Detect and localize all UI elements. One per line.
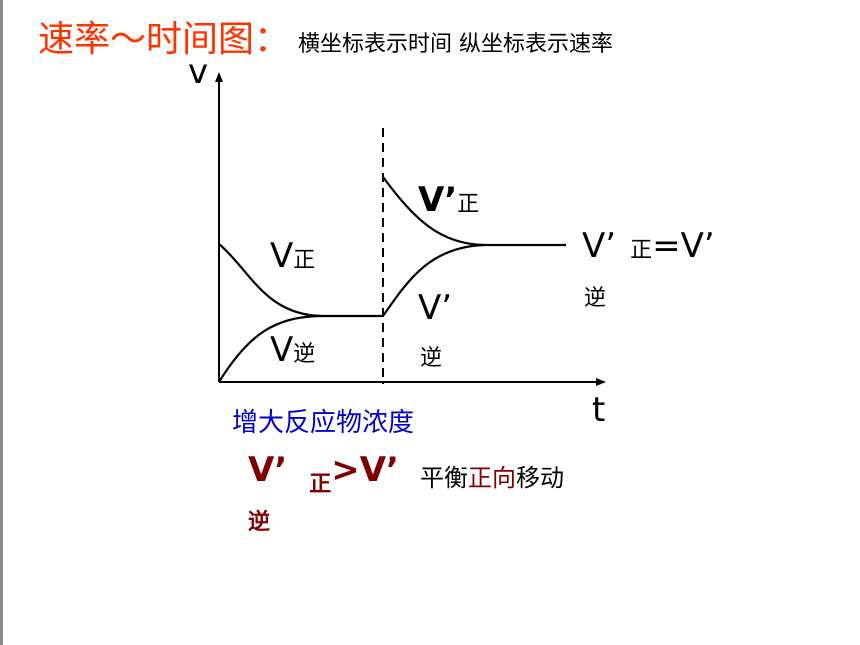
conclusion-sub-reverse: 逆 <box>248 510 271 535</box>
conclusion-text: 平衡正向移动 <box>420 464 564 492</box>
curve-v-reverse <box>218 314 323 383</box>
label-equal-bottom-sub: 逆 <box>584 286 607 311</box>
label-v-prime-reverse-sub: 逆 <box>420 346 443 371</box>
label-v-prime-reverse-v: V’ <box>418 288 453 328</box>
curve-v-forward <box>218 243 323 318</box>
label-v-prime-forward: V’正 <box>418 180 480 220</box>
x-axis-label: t <box>592 390 606 430</box>
left-border <box>0 0 3 645</box>
label-equal-top: V’正=V’ <box>582 226 715 266</box>
curve-v-prime-reverse <box>382 243 485 317</box>
x-axis-arrow <box>596 378 606 386</box>
title: 速率～时间图： <box>38 19 291 60</box>
y-axis-arrow <box>215 72 223 82</box>
label-v-reverse: V逆 <box>270 330 316 370</box>
label-v-forward: V正 <box>270 236 316 276</box>
title-description: 横坐标表示时间 纵坐标表示速率 <box>298 32 614 57</box>
curve-v-prime-forward <box>382 176 485 247</box>
conclusion-inequality: V’正>V’ <box>248 450 399 497</box>
title-row: 速率～时间图： 横坐标表示时间 纵坐标表示速率 <box>38 10 613 62</box>
condition-text: 增大反应物浓度 <box>232 408 415 438</box>
y-axis-label: v <box>188 52 209 92</box>
